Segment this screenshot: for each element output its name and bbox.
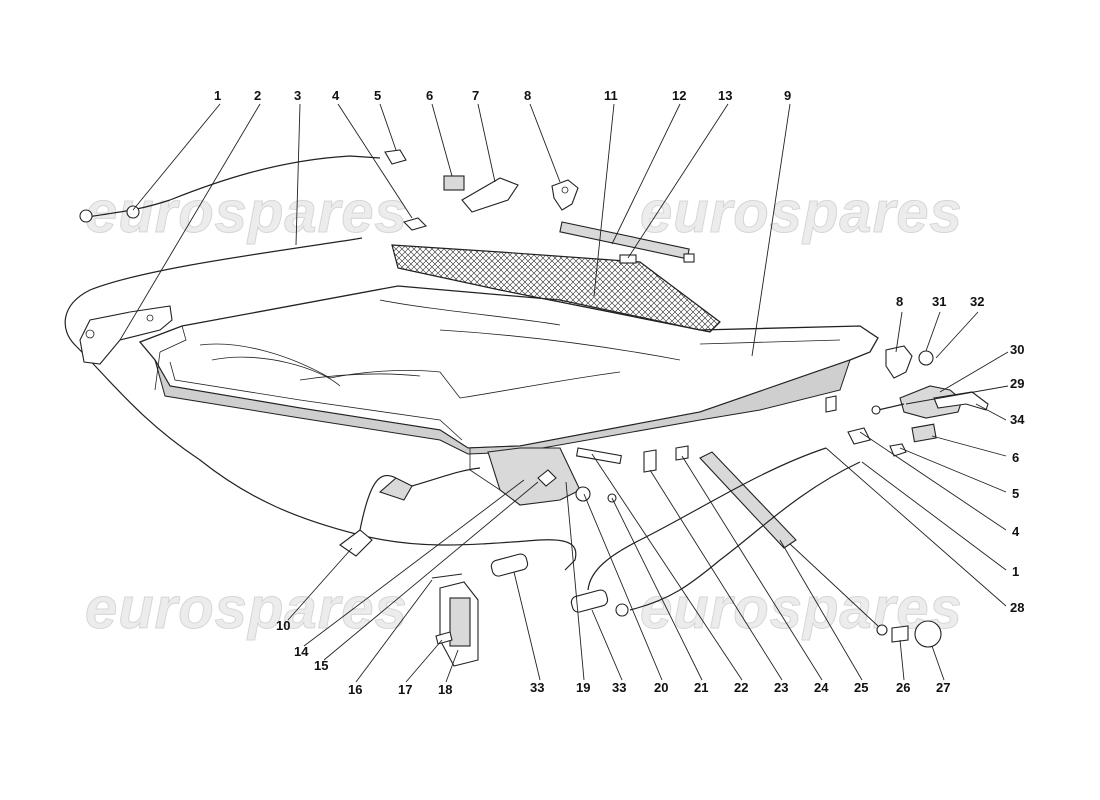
callout-label: 16	[348, 682, 362, 697]
callout-label: 34	[1010, 412, 1025, 427]
callout-label: 8	[896, 294, 903, 309]
callout-label: 33	[612, 680, 626, 695]
release-cable-upper	[79, 149, 407, 223]
upper-small-parts	[402, 175, 579, 231]
callout-label: 32	[970, 294, 984, 309]
release-cable-lower	[64, 237, 577, 571]
callout-label: 1	[214, 88, 221, 103]
callout-label: 21	[694, 680, 708, 695]
callout-label: 6	[426, 88, 433, 103]
gas-strut	[699, 451, 888, 636]
callout-label: 17	[398, 682, 412, 697]
callout-labels: 1 2 3 4 5 6 7 8 11 12 13 9 8 31 32 30 29…	[214, 88, 1025, 697]
callout-label: 10	[276, 618, 290, 633]
callout-label: 11	[604, 88, 618, 103]
callout-label: 12	[672, 88, 686, 103]
callout-label: 23	[774, 680, 788, 695]
hinge-bracket-left	[79, 305, 173, 365]
callout-label: 27	[936, 680, 950, 695]
callout-label: 22	[734, 680, 748, 695]
callout-label: 5	[1012, 486, 1019, 501]
callout-label: 4	[1012, 524, 1020, 539]
cables-right	[587, 447, 861, 611]
callout-label: 30	[1010, 342, 1024, 357]
grille	[391, 244, 721, 333]
leader-lines	[119, 103, 1009, 683]
callout-label: 1	[1012, 564, 1019, 579]
callout-label: 29	[1010, 376, 1024, 391]
lower-parts	[339, 445, 942, 667]
callout-label: 15	[314, 658, 328, 673]
callout-label: 24	[814, 680, 829, 695]
callout-label: 6	[1012, 450, 1019, 465]
callout-label: 8	[524, 88, 531, 103]
callout-label: 13	[718, 88, 732, 103]
callout-label: 20	[654, 680, 668, 695]
latch-assembly-right	[825, 345, 989, 457]
support-bar	[559, 221, 695, 264]
engine-cover	[138, 285, 879, 506]
watermark: eurospares	[85, 180, 408, 245]
callout-label: 4	[332, 88, 340, 103]
callout-label: 26	[896, 680, 910, 695]
watermark: eurospares	[85, 576, 408, 641]
callout-label: 14	[294, 644, 309, 659]
callout-label: 19	[576, 680, 590, 695]
watermark: eurospares	[640, 180, 963, 245]
callout-label: 28	[1010, 600, 1024, 615]
callout-label: 7	[472, 88, 479, 103]
callout-label: 31	[932, 294, 946, 309]
callout-label: 18	[438, 682, 452, 697]
callout-label: 9	[784, 88, 791, 103]
callout-label: 25	[854, 680, 868, 695]
callout-label: 2	[254, 88, 261, 103]
callout-label: 33	[530, 680, 544, 695]
callout-label: 5	[374, 88, 381, 103]
callout-label: 3	[294, 88, 301, 103]
watermark: eurospares	[640, 576, 963, 641]
